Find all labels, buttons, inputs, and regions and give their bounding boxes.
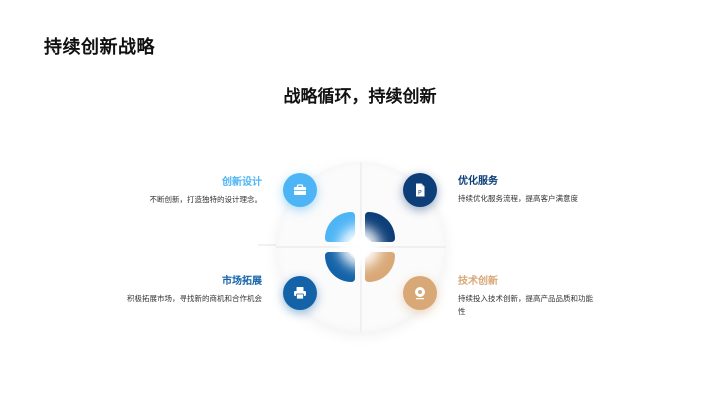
page-title: 持续创新战略: [44, 37, 155, 58]
item-title: 创新设计: [222, 177, 262, 188]
item-market-expansion: 市场拓展 积极拓展市场，寻找新的商机和合作机会: [122, 272, 262, 305]
svg-text:P: P: [418, 190, 422, 197]
item-tech-innovation: 技术创新 持续投入技术创新，提高产品品质和功能性: [458, 272, 598, 318]
petal-bottom-right: [365, 252, 395, 282]
item-description: 持续投入技术创新，提高产品品质和功能性: [458, 294, 593, 316]
item-title: 优化服务: [458, 176, 498, 187]
center-glow: [347, 234, 373, 260]
diagram-subtitle: 战略循环，持续创新: [283, 87, 437, 107]
divider-line: [258, 244, 288, 246]
center-clover: [325, 212, 395, 282]
item-description: 不断创新，打造独特的设计理念。: [149, 195, 263, 204]
item-title: 技术创新: [458, 276, 498, 287]
item-optimize-service: 优化服务 持续优化服务流程，提高客户满意度: [458, 172, 598, 205]
webcam-icon: [403, 276, 437, 310]
item-innovative-design: 创新设计 不断创新，打造独特的设计理念。: [122, 173, 263, 206]
item-description: 持续优化服务流程，提高客户满意度: [458, 194, 578, 203]
printer-icon: [283, 276, 317, 310]
item-description: 积极拓展市场，寻找新的商机和合作机会: [127, 294, 262, 303]
briefcase-icon: [283, 173, 317, 207]
item-title: 市场拓展: [222, 276, 262, 287]
document-p-icon: P: [403, 173, 437, 207]
